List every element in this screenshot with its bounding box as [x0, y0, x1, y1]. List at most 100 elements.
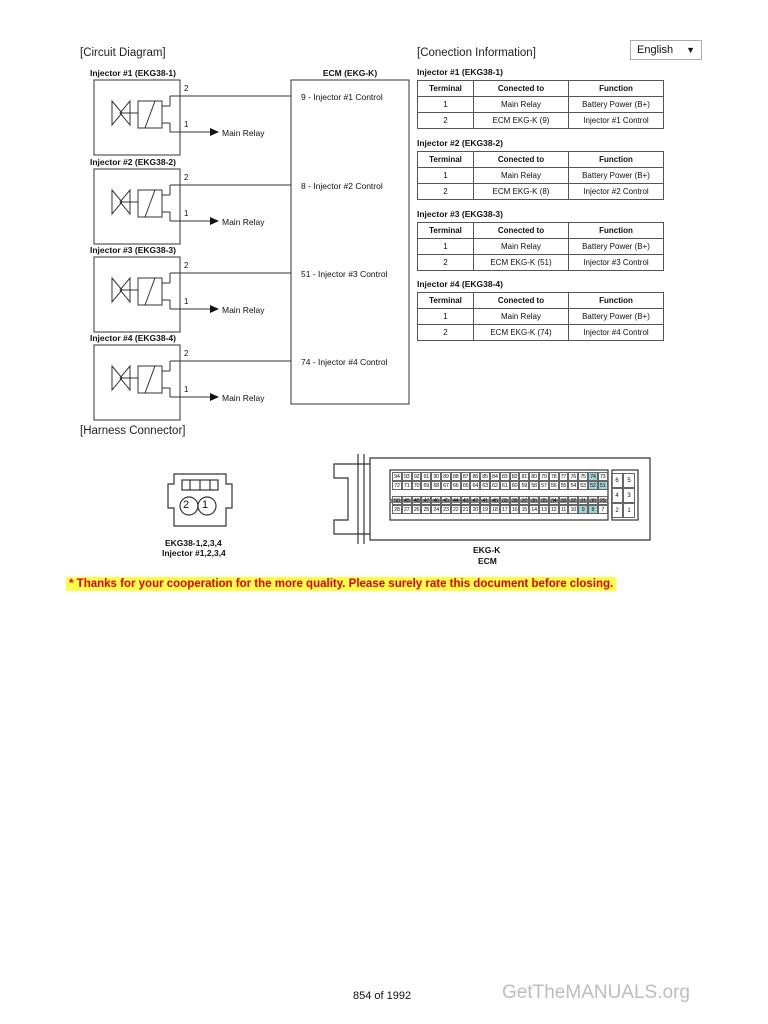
header-terminal: Terminal	[417, 80, 474, 97]
language-select[interactable]: English ▼	[630, 40, 702, 60]
conn-table-1-title: Injector #1 (EKG38-1)	[417, 67, 503, 77]
ecm-pin: 70	[411, 481, 422, 490]
ecm-pin: 16	[509, 505, 520, 514]
ecm-pin: 54	[568, 481, 579, 490]
header-terminal: Terminal	[417, 151, 474, 168]
ecm-pin: 46	[431, 496, 441, 505]
ecm-pin: 81	[519, 472, 530, 481]
ecm-pin: 18	[489, 505, 500, 514]
ecm-pin: 65	[460, 481, 471, 490]
ecm-pin: 49	[401, 496, 412, 505]
ecm-pin: 24	[431, 505, 441, 514]
ecm-pin: 33	[558, 496, 569, 505]
ecm-pin: 66	[450, 481, 461, 490]
header-function: Function	[568, 80, 664, 97]
inj3-pin1: 1	[184, 297, 189, 306]
ecm-pin: 34	[548, 496, 559, 505]
ecm-pin: 86	[470, 472, 481, 481]
header-function: Function	[568, 151, 664, 168]
header-connected: Conected to	[473, 222, 569, 239]
arrow-icons	[210, 128, 219, 401]
header-terminal: Terminal	[417, 222, 474, 239]
ecm-pin: 83	[499, 472, 510, 481]
ecm-pin: 10	[568, 505, 579, 514]
header-function: Function	[568, 222, 664, 239]
language-select-value: English	[637, 44, 674, 56]
injector-2-title: Injector #2 (EKG38-2)	[90, 157, 176, 167]
ecm-connector-drawing	[333, 454, 651, 544]
ecm-pin: 37	[519, 496, 530, 505]
ecm-pin: 78	[548, 472, 559, 481]
ecm-pin: 3	[623, 488, 635, 503]
ecm-pin: 85	[480, 472, 490, 481]
inj4-relay: Main Relay	[222, 393, 265, 403]
ecm-pin: 11	[558, 505, 569, 514]
ecm-pin: 89	[440, 472, 451, 481]
ecm-pin: 44	[450, 496, 461, 505]
inj3-relay: Main Relay	[222, 305, 265, 315]
ecm-pin: 5	[623, 473, 635, 488]
ecm-pin: 30	[587, 496, 598, 505]
ecm-pin: 15	[519, 505, 530, 514]
inj2-pin1: 1	[184, 209, 189, 218]
harness-connector-title: [Harness Connector]	[80, 425, 186, 437]
header-function: Function	[568, 292, 664, 309]
ecm-pin: 14	[529, 505, 539, 514]
circuit-diagram-title: [Circuit Diagram]	[80, 47, 166, 59]
header-terminal: Terminal	[417, 292, 474, 309]
ecm-pin-9: 9 - Injector #1 Control	[301, 92, 383, 102]
ecm-pin: 6	[611, 473, 623, 488]
ecm-pin: 75	[578, 472, 588, 481]
inj1-pin2: 2	[184, 84, 189, 93]
ecm-pin: 92	[411, 472, 422, 481]
ecm-pin: 8	[587, 505, 598, 514]
circuit-diagram	[93, 79, 410, 421]
ecm-pin: 79	[538, 472, 549, 481]
ecm-pin: 82	[509, 472, 520, 481]
ecm-pin: 2	[611, 503, 623, 518]
ecm-pin: 36	[529, 496, 539, 505]
injector-2-symbol	[93, 168, 291, 245]
connector-label-2: Injector #1,2,3,4	[162, 548, 226, 558]
inj1-relay: Main Relay	[222, 128, 265, 138]
ecm-connector-label-1: EKG-K	[473, 545, 501, 555]
ecm-pin: 25	[421, 505, 432, 514]
ecm-pin: 20	[470, 505, 481, 514]
ecm-pin: 23	[440, 505, 451, 514]
ecm-box	[290, 79, 410, 405]
ecm-pin: 27	[401, 505, 412, 514]
connector-label-1: EKG38-1,2,3,4	[165, 538, 222, 548]
conn-table-4-title: Injector #4 (EKG38-4)	[417, 279, 503, 289]
ecm-pin: 21	[460, 505, 471, 514]
ecm-pin: 47	[421, 496, 432, 505]
ecm-pin: 61	[499, 481, 510, 490]
ecm-pin: 84	[489, 472, 500, 481]
ecm-pin: 62	[489, 481, 500, 490]
ecm-pin-51: 51 - Injector #3 Control	[301, 269, 388, 279]
inj1-pin1: 1	[184, 120, 189, 129]
inj4-pin1: 1	[184, 385, 189, 394]
ecm-pin: 94	[392, 472, 402, 481]
conn-table-3-title: Injector #3 (EKG38-3)	[417, 209, 503, 219]
ecm-title: ECM (EKG-K)	[322, 68, 378, 78]
ecm-pin: 77	[558, 472, 569, 481]
ecm-pin: 17	[499, 505, 510, 514]
ecm-pin: 57	[538, 481, 549, 490]
header-connected: Conected to	[473, 151, 569, 168]
injector-1-title: Injector #1 (EKG38-1)	[90, 68, 176, 78]
ecm-pin: 45	[440, 496, 451, 505]
ecm-pin: 55	[558, 481, 569, 490]
inj2-relay: Main Relay	[222, 217, 265, 227]
ecm-pin: 48	[411, 496, 422, 505]
